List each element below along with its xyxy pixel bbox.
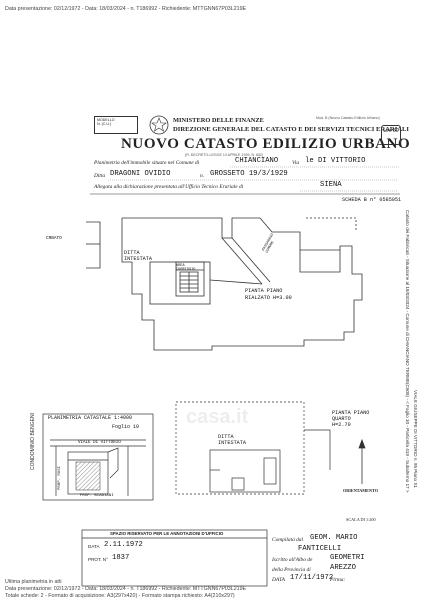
form-line1-label: Planimetria dell'immobile situato nel Co…	[94, 160, 200, 166]
revenue-stamp: Lire 50	[381, 125, 401, 145]
form-line3: Allegata alla dichiarazione presentata a…	[94, 184, 244, 190]
label-pianta-rialzato: PIANTA PIANO RIALZATO H=3.00	[245, 288, 292, 301]
model-ref: Mod. B (Nuovo Catasto Edilizio Urbano)	[316, 116, 380, 120]
compiler-label5: DATA	[272, 577, 285, 583]
label-ditta-intestata-left: DITTA INTESTATA	[124, 250, 153, 262]
law-note: (R. DECRETO-LEGGE 13 APRILE 1939, N. 652…	[185, 153, 264, 157]
form-line3-city: SIENA	[320, 181, 342, 189]
office-box-title: SPAZIO RISERVATO PER LE ANNOTAZIONI D'UF…	[110, 531, 224, 536]
footer-line-2: Data presentazione: 02/12/1972 - Data: 1…	[5, 586, 247, 592]
compiler-value1: GEOM. MARIO	[310, 534, 358, 542]
form-line1-via: Via	[292, 160, 300, 166]
form-line2-label: Ditta	[94, 173, 106, 179]
direction-label: DIREZIONE GENERALE DEL CATASTO E DEI SER…	[173, 126, 409, 133]
label-foglio: Foglio 10	[112, 424, 140, 430]
label-orientamento: ORIENTAMENTO	[343, 488, 378, 493]
label-viale: VIALE DI VITTORIO	[78, 441, 121, 445]
republic-emblem-icon	[149, 115, 169, 135]
header-line-top: Data presentazione: 02/12/1972 - Data: 1…	[5, 6, 247, 12]
label-prop-rusi: PROP. RUSI	[58, 465, 62, 490]
label-prop-biagiani: PROP. BIAGIANI	[80, 494, 114, 498]
page-title: NUOVO CATASTO EDILIZIO URBANO	[121, 136, 411, 152]
compiler-label3: Iscritto all'Albo de	[272, 557, 313, 563]
footer-line-1: Ultima planimetria in atti	[5, 579, 62, 585]
compiler-label1: Compilata dal	[272, 537, 303, 543]
compiler-value2: FANTICELLI	[298, 545, 342, 553]
form-line1-address: le DI VITTORIO	[305, 157, 366, 165]
label-crbato: CRBATO	[46, 236, 62, 241]
form-line2-nato: n.	[200, 173, 205, 179]
compiler-label4: della Provincia di	[272, 567, 311, 573]
compiler-value5: 17/11/1972	[290, 574, 334, 582]
office-data-label: DATA	[88, 544, 100, 549]
form-line2-place-date: GROSSETO 19/3/1929	[210, 170, 288, 178]
compiler-label6: Firma:	[330, 577, 346, 583]
form-line2-name: DRAGONI OVIDIO	[110, 170, 171, 178]
scheda-number: SCHEDA B n° 0585051	[342, 197, 402, 203]
label-pianta-quarto: PIANTA PIANO QUARTO H=2.70	[332, 410, 370, 428]
office-prot-value: 1837	[112, 554, 130, 562]
office-data-value: 2.11.1972	[104, 541, 143, 549]
compiler-value3: GEOMETRI	[330, 554, 365, 562]
compiler-value4: AREZZO	[330, 564, 356, 572]
ministry-label: MINISTERO DELLE FINANZE	[173, 117, 264, 124]
footer-line-3: Totale schede: 2 - Formato di acquisizio…	[5, 593, 235, 599]
modello-box: MODELLO N. (C.U.)	[94, 116, 138, 134]
label-ditta-intestata: DITTA INTESTATA	[218, 434, 247, 446]
form-line1-comune: CHIANCIANO	[235, 157, 279, 165]
label-area-corridoio: AREA CORRIDOIO	[176, 264, 196, 273]
watermark: casa.it	[186, 406, 249, 428]
label-planimetria: PLANIMETRIA CATASTALE 1:4000	[48, 415, 133, 421]
office-prot-label: PROT. N°	[88, 557, 108, 562]
label-scala: SCALA DI 1:200	[346, 517, 376, 522]
